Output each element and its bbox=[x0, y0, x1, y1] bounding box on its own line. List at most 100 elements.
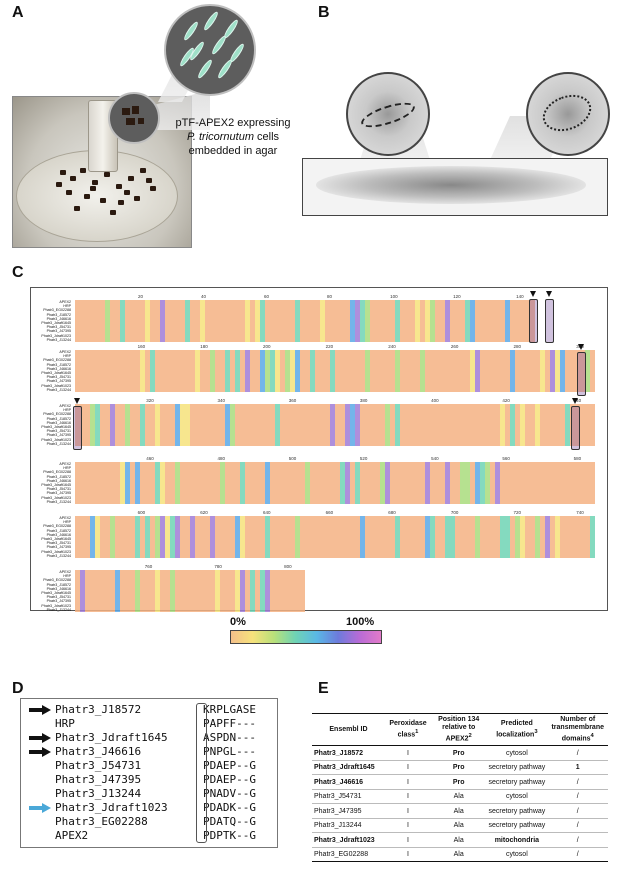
alignment-column bbox=[295, 404, 300, 446]
motif-sequence: PDATQ--G bbox=[203, 815, 256, 828]
alignment-column bbox=[425, 462, 430, 504]
alignment-column bbox=[550, 404, 555, 446]
alignment-column bbox=[390, 300, 395, 342]
table-cell-loc: cytosol bbox=[486, 789, 548, 805]
ruler-tick-label: 20 bbox=[138, 294, 144, 299]
alignment-column bbox=[135, 350, 140, 392]
alignment-column bbox=[90, 462, 95, 504]
alignment-column bbox=[535, 404, 540, 446]
table-cell-id: Phatr3_J18572 bbox=[312, 745, 385, 761]
alignment-column bbox=[500, 404, 505, 446]
alignment-column bbox=[380, 404, 385, 446]
alignment-column bbox=[175, 570, 180, 612]
alignment-column bbox=[135, 516, 140, 558]
alignment-column bbox=[305, 350, 310, 392]
alignment-column bbox=[420, 462, 425, 504]
alignment-column bbox=[445, 516, 450, 558]
alignment-column bbox=[550, 462, 555, 504]
alignment-column bbox=[295, 516, 300, 558]
alignment-column bbox=[195, 350, 200, 392]
alignment-column bbox=[470, 462, 475, 504]
alignment-column bbox=[530, 462, 535, 504]
motif-sequence-name: Phatr3_EG02288 bbox=[55, 815, 148, 828]
alignment-column bbox=[230, 404, 235, 446]
agar-piece bbox=[92, 180, 98, 185]
alignment-column bbox=[200, 350, 205, 392]
alignment-column bbox=[565, 462, 570, 504]
alignment-column bbox=[385, 516, 390, 558]
alignment-column bbox=[290, 350, 295, 392]
alignment-column bbox=[115, 462, 120, 504]
alignment-column bbox=[355, 404, 360, 446]
alignment-column bbox=[270, 300, 275, 342]
alignment-column bbox=[90, 516, 95, 558]
ruler-tick-label: 500 bbox=[288, 456, 297, 461]
alignment-column bbox=[415, 404, 420, 446]
position-134-highlight bbox=[196, 703, 207, 843]
alignment-column bbox=[545, 462, 550, 504]
alignment-column bbox=[195, 516, 200, 558]
alignment-column bbox=[485, 404, 490, 446]
sequence-name: Phatr3_J54731 bbox=[46, 487, 71, 492]
col-peroxidase-class: Peroxidase class1 bbox=[384, 712, 432, 747]
sequence-name: Phatr3_EG02288 bbox=[43, 358, 71, 363]
alignment-column bbox=[170, 300, 175, 342]
agar-piece bbox=[60, 170, 66, 175]
table-cell-tm: / bbox=[547, 789, 608, 805]
alignment-column bbox=[190, 404, 195, 446]
alignment-column bbox=[410, 462, 415, 504]
sequence-name: Phatr3_Jdraft1023 bbox=[41, 383, 71, 388]
alignment-column bbox=[455, 516, 460, 558]
alignment-column bbox=[260, 350, 265, 392]
alignment-column bbox=[160, 300, 165, 342]
alignment-column bbox=[105, 404, 110, 446]
alignment-column bbox=[360, 350, 365, 392]
ruler-tick-label: 120 bbox=[453, 294, 461, 299]
alignment-column bbox=[405, 462, 410, 504]
alignment-color-area bbox=[75, 570, 305, 612]
alignment-column bbox=[200, 300, 205, 342]
alignment-column bbox=[360, 404, 365, 446]
ruler-tick-label: 280 bbox=[513, 344, 522, 349]
alignment-column bbox=[130, 570, 135, 612]
alignment-column bbox=[80, 462, 85, 504]
alignment-column bbox=[540, 516, 545, 558]
alignment-column bbox=[345, 462, 350, 504]
alignment-column bbox=[85, 300, 90, 342]
sequence-name: HRP bbox=[63, 520, 71, 525]
alignment-column bbox=[160, 462, 165, 504]
sequence-name: Phatr3_J13244 bbox=[46, 337, 71, 342]
alignment-column bbox=[245, 404, 250, 446]
conserved-residue-highlight bbox=[529, 299, 538, 343]
motif-sequence-name: HRP bbox=[55, 717, 75, 730]
ruler-tick-label: 480 bbox=[217, 456, 225, 461]
alignment-column bbox=[570, 462, 575, 504]
alignment-column bbox=[390, 516, 395, 558]
sequence-name: Phatr3_Jdraft1023 bbox=[41, 603, 71, 608]
table-cell-class: I bbox=[384, 803, 432, 819]
alignment-column bbox=[500, 462, 505, 504]
sequence-name: Phatr3_J13244 bbox=[46, 499, 71, 504]
alignment-column bbox=[350, 300, 355, 342]
table-cell-class: I bbox=[384, 774, 432, 790]
ruler-tick-label: 160 bbox=[137, 344, 146, 349]
alignment-column bbox=[250, 404, 255, 446]
alignment-column bbox=[325, 300, 330, 342]
alignment-column bbox=[575, 404, 580, 446]
alignment-column bbox=[370, 462, 375, 504]
alignment-column bbox=[200, 516, 205, 558]
alignment-column bbox=[360, 462, 365, 504]
alignment-column bbox=[365, 462, 370, 504]
alignment-column bbox=[240, 350, 245, 392]
alignment-column bbox=[100, 350, 105, 392]
alignment-column bbox=[465, 516, 470, 558]
alignment-color-area bbox=[75, 462, 595, 504]
alignment-column bbox=[480, 404, 485, 446]
alignment-column bbox=[345, 516, 350, 558]
alignment-column bbox=[315, 516, 320, 558]
motif-sequence: ASPDN--- bbox=[203, 731, 256, 744]
alignment-column bbox=[410, 300, 415, 342]
